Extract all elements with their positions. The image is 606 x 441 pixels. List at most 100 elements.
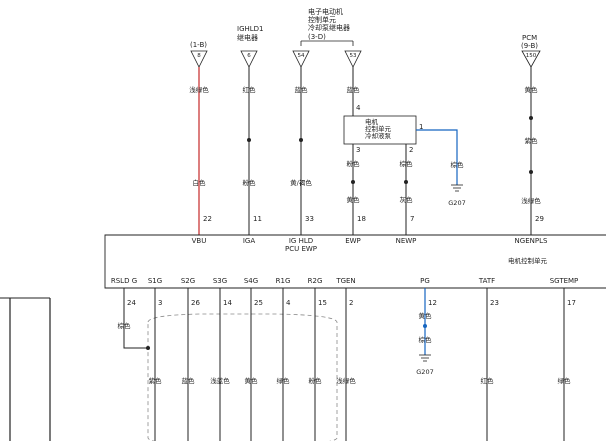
connector-t3-icon [292, 50, 310, 68]
t3-pin: 54 [298, 53, 305, 59]
bottom-color-10: 绿色 [558, 376, 572, 385]
ewp-color-1: 粉色 [347, 159, 361, 168]
connector-t1-icon [190, 50, 208, 68]
wire-bottom-0 [123, 288, 148, 349]
t5-color-bottom: 浅绿色 [521, 196, 541, 205]
t2-pin: 6 [247, 53, 251, 59]
connector-t4-icon [344, 50, 362, 68]
t5-splice-dot-2 [529, 170, 533, 174]
t3-ecm-pin: 33 [305, 215, 314, 223]
ecm-title: 电机控制单元 [508, 256, 548, 265]
newp-color-2: 灰色 [400, 195, 414, 204]
bottom-color2-8: 棕色 [419, 335, 433, 344]
bottom-pin-number-7: 2 [349, 299, 353, 307]
t3-splice-dot [299, 138, 303, 142]
t1-pin: 8 [197, 53, 201, 59]
t1-ref: (1-B) [190, 41, 207, 49]
bottom-signal-6: R2G [308, 277, 323, 285]
motor-unit-header-line2: 控制单元 [308, 15, 336, 24]
shield-junction-dot [146, 346, 150, 350]
motor-pin-side: 1 [419, 123, 423, 131]
t1-color-bottom: 白色 [193, 178, 207, 187]
bottom-color-8: 黄色 [419, 311, 433, 320]
ewp-splice-dot [351, 180, 355, 184]
motor-unit-header-line4: (3-D) [308, 33, 326, 41]
bottom-color-1: 紫色 [149, 376, 163, 385]
bottom-pin-number-9: 23 [490, 299, 499, 307]
bottom-pin-number-6: 15 [318, 299, 327, 307]
bottom-signal-8: PG [420, 277, 430, 285]
pg-splice-dot [423, 324, 427, 328]
pcm-header: PCM (9-B) [521, 34, 538, 50]
motor-pin-right: 2 [409, 146, 413, 154]
motor-ground-label: G207 [448, 199, 465, 207]
ighld1-title: IGHLD1 [237, 25, 264, 33]
ecm-box [104, 234, 606, 289]
t1-color-top: 浅绿色 [189, 85, 209, 94]
newp-color-1: 棕色 [400, 159, 414, 168]
bottom-signal-5: R1G [276, 277, 291, 285]
bottom-pin-number-8: 12 [428, 299, 437, 307]
bottom-signal-0: RSLD G [111, 277, 137, 285]
bottom-color-6: 粉色 [309, 376, 323, 385]
t5-signal: NGENPLS [515, 237, 548, 245]
bottom-pin-number-0: 24 [127, 299, 136, 307]
ighld1-subtitle: 继电器 [237, 33, 258, 42]
bottom-color-5: 绿色 [277, 376, 291, 385]
newp-signal: NEWP [396, 237, 417, 245]
bottom-color-2: 蓝色 [182, 376, 196, 385]
motor-pin-in: 4 [356, 104, 361, 112]
ewp-ecm-pin: 18 [357, 215, 366, 223]
bottom-pin-number-1: 3 [158, 299, 162, 307]
bottom-signal-4: S4G [244, 277, 258, 285]
motor-pin-left: 3 [356, 146, 360, 154]
t3-signal: IG HLD [289, 237, 313, 245]
bottom-pin-number-3: 14 [223, 299, 232, 307]
bottom-signal-3: S3G [213, 277, 227, 285]
pg-ground-label: G207 [416, 368, 433, 376]
bottom-pins: RSLD G24棕色S1G3紫色S2G26蓝色S3G14浅蓝色S4G25黄色R1… [111, 277, 578, 441]
t1-signal: VBU [192, 237, 207, 245]
pcm-title: PCM [522, 34, 537, 42]
motor-unit-header: 电子电动机 控制单元 冷却泵继电器 (3-D) [308, 7, 350, 41]
t4-pin: 53 [350, 53, 357, 59]
bottom-pin-number-10: 17 [567, 299, 576, 307]
t2-signal: IGA [243, 237, 255, 245]
ighld1-header: IGHLD1 继电器 [237, 25, 264, 42]
t3-color-top: 蓝色 [295, 85, 309, 94]
bottom-color-4: 黄色 [245, 376, 259, 385]
t4-color-top: 蓝色 [347, 85, 361, 94]
ewp-signal: EWP [345, 237, 361, 245]
bottom-color-7: 浅绿色 [336, 376, 356, 385]
t5-splice-dot-1 [529, 116, 533, 120]
connector-t5-icon [521, 50, 541, 68]
shield-outline [147, 313, 338, 441]
t5-color-top: 黄色 [525, 85, 539, 94]
bottom-pin-number-2: 26 [191, 299, 200, 307]
motor-box-line1: 电机 [365, 117, 379, 126]
pcm-ref: (9-B) [521, 42, 538, 50]
t5-pin: 150 [526, 53, 537, 59]
t5-color-mid: 紫色 [525, 136, 539, 145]
motor-ground-color: 棕色 [451, 160, 465, 169]
t1-ecm-pin: 22 [203, 215, 212, 223]
bottom-color-3: 浅蓝色 [210, 376, 230, 385]
bottom-color-0: 棕色 [118, 321, 132, 330]
t3-color-bottom: 黄/褐色 [290, 178, 312, 187]
wire-motor-ground [416, 129, 458, 185]
newp-ecm-pin: 7 [410, 215, 414, 223]
t5-ecm-pin: 29 [535, 215, 544, 223]
motor-box-line2: 控制单元 [365, 124, 392, 133]
t2-splice-dot [247, 138, 251, 142]
bottom-signal-2: S2G [181, 277, 195, 285]
t2-color-top: 红色 [243, 85, 257, 94]
bottom-signal-7: TGEN [335, 277, 355, 285]
bottom-signal-9: TATF [478, 277, 495, 285]
bottom-pin-number-4: 25 [254, 299, 263, 307]
bottom-signal-10: SGTEMP [550, 277, 579, 285]
motor-control-box [343, 115, 417, 145]
t3-signal-extra: PCU EWP [285, 245, 317, 253]
newp-splice-dot [404, 180, 408, 184]
connector-t2-icon [240, 50, 258, 68]
